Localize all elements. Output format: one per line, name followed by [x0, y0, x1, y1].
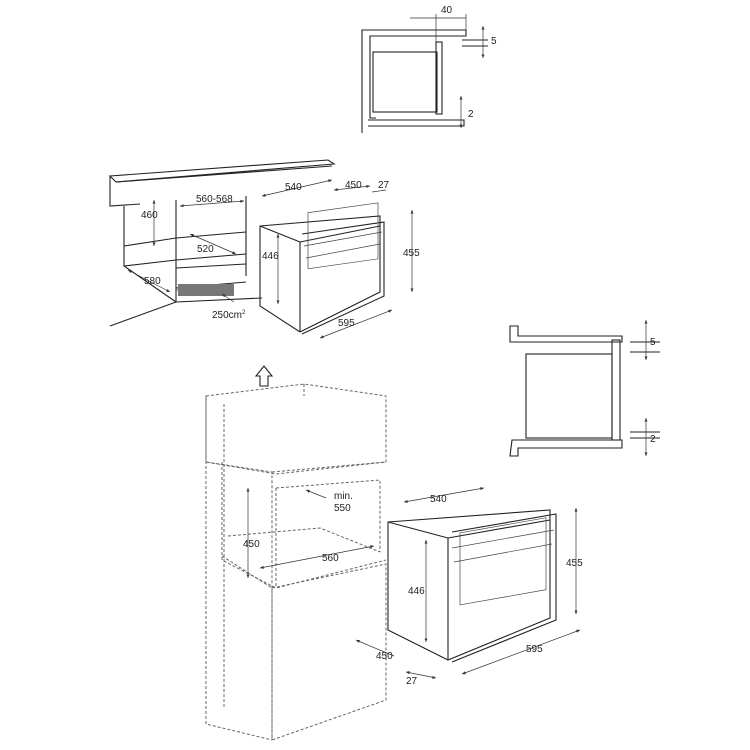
- label-580: 580: [144, 276, 161, 287]
- ventilation-grille: [178, 284, 234, 296]
- label-2-b: 2: [650, 434, 656, 445]
- label-min: min.: [334, 491, 353, 502]
- label-27-b: 27: [406, 676, 418, 687]
- oven-dimensions-upper: 540 450 27 455 446 595: [259, 179, 420, 339]
- under-counter-niche: 460 560-568 520 580 250cm2: [108, 159, 336, 327]
- ventilation-up-arrow-icon: [254, 365, 274, 387]
- label-560: 560: [322, 553, 339, 564]
- side-section-detail-top: 40 5 2: [361, 5, 497, 133]
- label-40: 40: [441, 5, 453, 16]
- label-27: 27: [378, 180, 390, 191]
- tall-cabinet: min. 550 450 560 450 27: [205, 365, 437, 741]
- label-540-b: 540: [430, 494, 447, 505]
- label-460: 460: [141, 210, 158, 221]
- label-450-depth: 450: [376, 651, 393, 662]
- label-595: 595: [338, 318, 355, 329]
- label-5: 5: [491, 36, 497, 47]
- label-455: 455: [403, 248, 420, 259]
- oven-outline-2: [387, 509, 551, 661]
- oven-body-section: [372, 51, 438, 113]
- label-250cm: 250cm2: [212, 310, 246, 321]
- label-450: 450: [345, 180, 362, 191]
- label-540: 540: [285, 182, 302, 193]
- label-455-b: 455: [566, 558, 583, 569]
- label-560-568: 560-568: [196, 194, 233, 205]
- oven-door-section: [435, 41, 443, 115]
- oven-body-section-2: [525, 353, 613, 439]
- oven-dimensions-lower: 540 455 446 595: [387, 487, 583, 675]
- label-450-cab: 450: [243, 539, 260, 550]
- side-section-detail-middle: 5 2: [509, 320, 660, 457]
- label-446: 446: [262, 251, 279, 262]
- oven-door-section-2: [611, 339, 621, 441]
- oven-window-2: [459, 517, 547, 606]
- label-446-b: 446: [408, 586, 425, 597]
- oven-window: [307, 202, 379, 270]
- label-595-b: 595: [526, 644, 543, 655]
- label-550: 550: [334, 503, 351, 514]
- label-5-b: 5: [650, 337, 656, 348]
- label-520: 520: [197, 244, 214, 255]
- label-2: 2: [468, 109, 474, 120]
- countertop: [108, 159, 336, 183]
